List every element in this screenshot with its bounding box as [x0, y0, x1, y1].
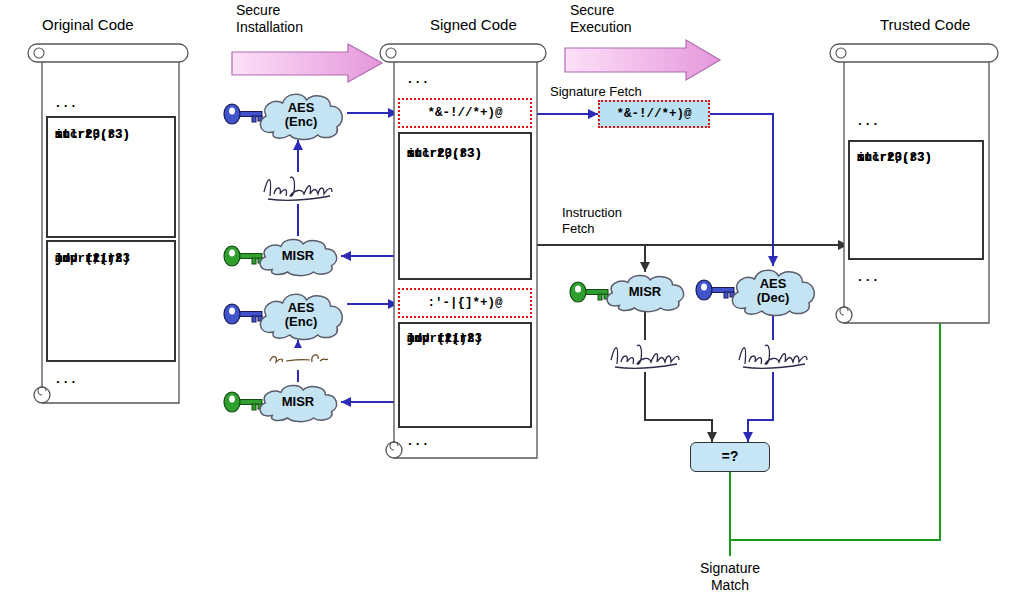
stage-label: Signature Match: [700, 560, 760, 594]
key-icon: [224, 392, 262, 412]
ellipsis: ...: [856, 114, 879, 129]
connector: [347, 303, 398, 305]
unit-label: AES (Enc): [285, 101, 318, 130]
connector: [532, 245, 645, 272]
connector: [347, 112, 398, 114]
code-scroll: inc r0st r2,(r3)mul r3,3st r2,(r3)ld r1,…: [28, 42, 188, 407]
signature-box: :'-|{]*+)@: [398, 288, 532, 318]
unit-label: AES (Dec): [757, 277, 790, 306]
ellipsis: ...: [54, 96, 77, 111]
process-arrow: [232, 44, 382, 82]
crypto-unit: AES (Dec): [727, 266, 819, 316]
signature-image: [264, 348, 332, 370]
code-block: inc r0st r2,(r3)mul r3,3st r2,(r3): [398, 132, 532, 280]
code-block: inc r0st r2,(r3)mul r3,3st r2,(r3): [848, 140, 984, 260]
connector: [748, 316, 773, 442]
signature-image: [735, 340, 811, 372]
signature-text: *&-!//*+)@: [616, 107, 691, 121]
leader-line: [729, 539, 731, 556]
signature-image: [607, 340, 683, 372]
code-line: st r2,(r3): [857, 145, 932, 172]
code-scroll: inc r0st r2,(r3)mul r3,3st r2,(r3)Truste…: [830, 42, 998, 327]
ellipsis: ...: [856, 270, 879, 285]
ellipsis: ...: [406, 434, 429, 449]
crypto-unit: MISR: [255, 236, 341, 276]
key-icon: [224, 246, 262, 266]
stage-label: Secure Installation: [236, 2, 303, 36]
code-scroll: *&-!//*+)@ inc r0st r2,(r3)mul r3,3st r2,…: [380, 42, 546, 462]
code-block: ld r1,(r3)add r1,r2jmp (r1)mov r2, r3: [398, 322, 532, 428]
stage-label: Secure Execution: [570, 2, 631, 36]
unit-label: MISR: [282, 395, 315, 409]
compare-box: =?: [690, 442, 770, 472]
edge-label: Instruction Fetch: [560, 205, 624, 237]
ellipsis: ...: [54, 372, 77, 387]
edge-label: Signature Fetch: [548, 84, 644, 100]
compare-label: =?: [722, 449, 739, 465]
code-line: st r2,(r3): [407, 137, 482, 171]
connector: [710, 114, 773, 266]
heading: Original Code: [42, 16, 134, 33]
crypto-unit: MISR: [602, 272, 688, 312]
code-line: mov r2, r3: [55, 245, 130, 273]
signature-text: *&-!//*+)@: [427, 106, 502, 120]
connector: [532, 113, 598, 115]
process-arrow: [565, 40, 720, 80]
key-icon: [570, 282, 608, 302]
unit-label: MISR: [629, 285, 662, 299]
signature-text: :'-|{]*+)@: [427, 296, 502, 310]
connector: [341, 255, 398, 257]
key-icon: [224, 304, 262, 324]
heading: Signed Code: [430, 16, 517, 33]
code-line: st r2,(r3): [55, 121, 130, 149]
heading: Trusted Code: [880, 16, 970, 33]
crypto-unit: AES (Enc): [255, 90, 347, 140]
connector: [341, 401, 398, 403]
crypto-unit: MISR: [255, 382, 341, 422]
connector: [645, 312, 712, 442]
code-line: mov r2, r3: [407, 327, 482, 351]
key-icon: [224, 104, 262, 124]
unit-label: AES (Enc): [285, 301, 318, 330]
key-icon: [696, 280, 734, 300]
signature-box: *&-!//*+)@: [398, 98, 532, 128]
unit-label: MISR: [282, 249, 315, 263]
signature-image: [260, 172, 336, 204]
signature-box: *&-!//*+)@: [598, 100, 710, 128]
ellipsis: ...: [406, 72, 429, 87]
code-block: inc r0st r2,(r3)mul r3,3st r2,(r3): [46, 116, 176, 238]
code-block: ld r1,(r3)add r1,r2jmp (r1)mov r2, r3: [46, 240, 176, 362]
crypto-unit: AES (Enc): [255, 290, 347, 340]
